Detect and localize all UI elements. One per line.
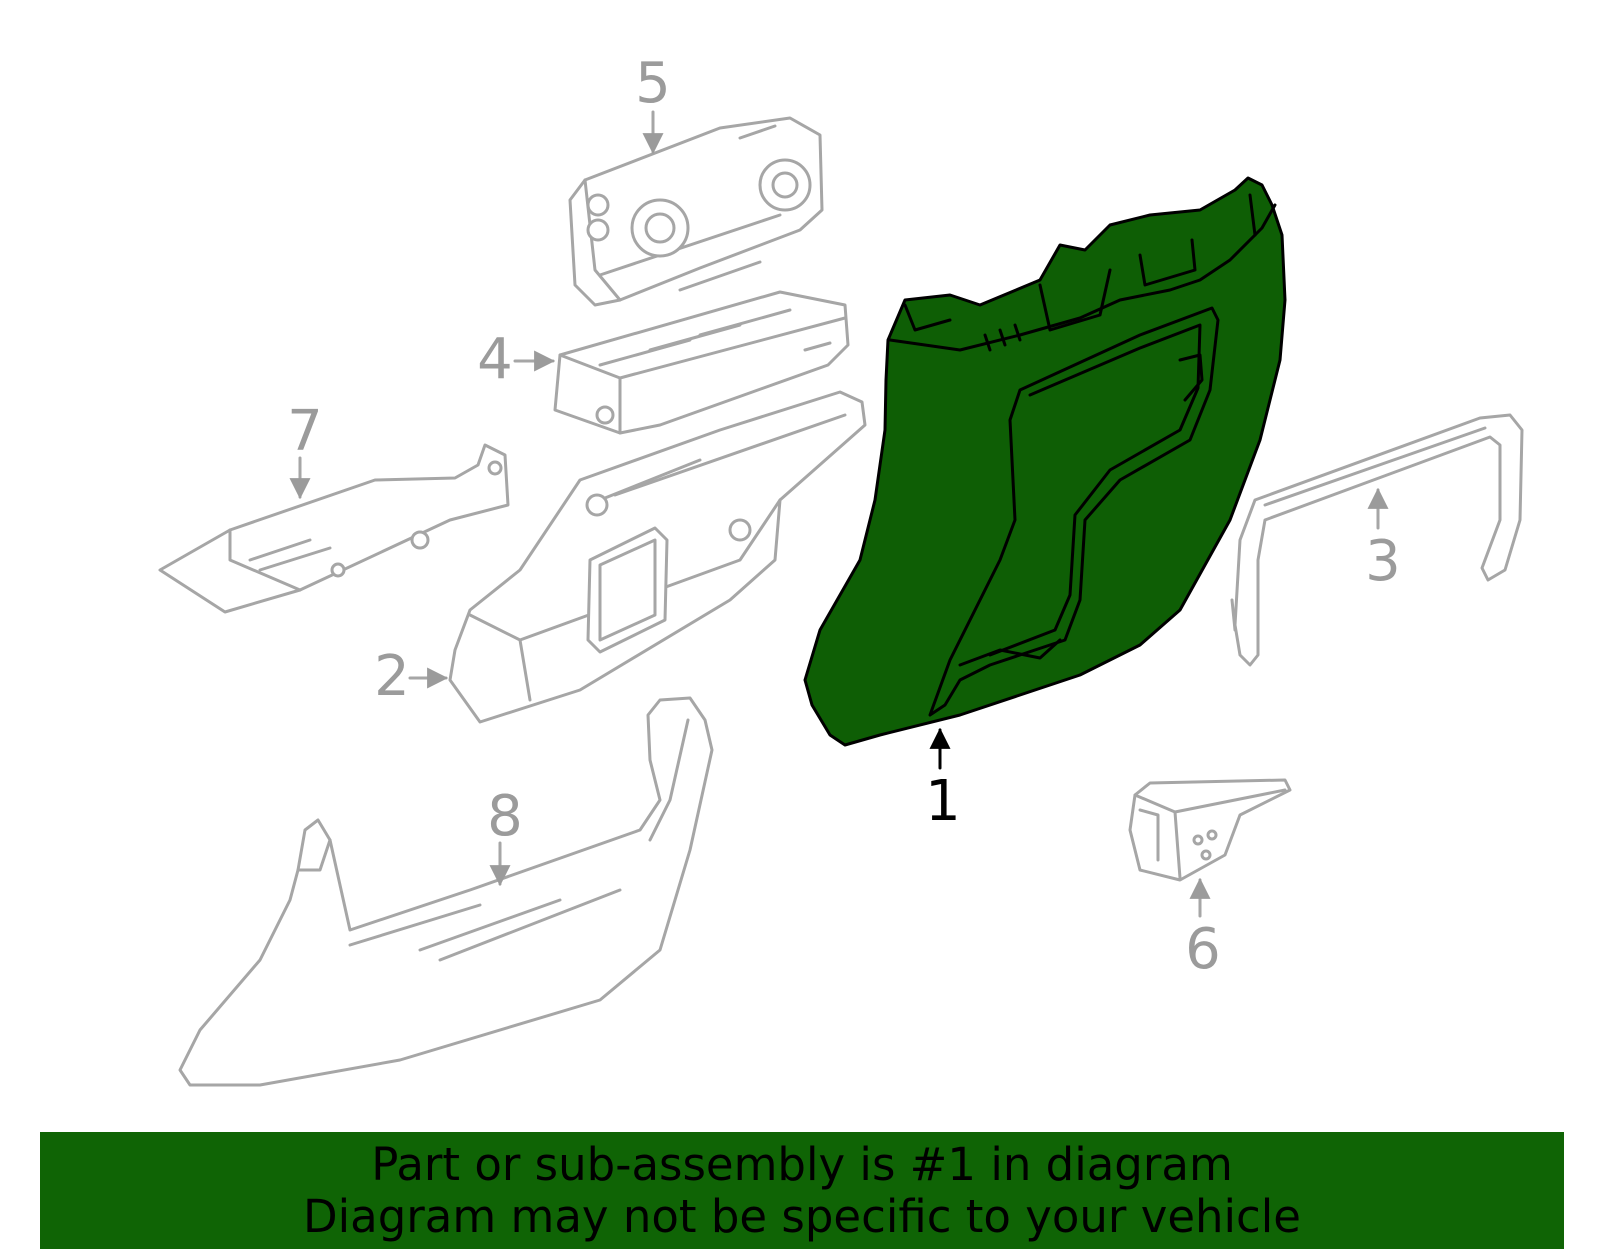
svg-text:5: 5 <box>635 51 671 116</box>
part-3-trim-strip[interactable] <box>1230 413 1524 667</box>
svg-text:3: 3 <box>1365 529 1401 594</box>
svg-text:8: 8 <box>487 784 523 849</box>
svg-text:7: 7 <box>287 399 323 464</box>
callout-7[interactable]: 7 <box>287 399 323 500</box>
part-2-frame[interactable] <box>448 390 867 724</box>
part-7-bracket[interactable] <box>158 443 510 614</box>
part-8-side-panel[interactable] <box>178 696 714 1087</box>
svg-text:1: 1 <box>925 769 961 834</box>
parts-diagram: 5 4 7 2 <box>158 51 1524 1087</box>
info-banner: Part or sub-assembly is #1 in diagram Di… <box>40 1132 1564 1249</box>
part-1-console-panel[interactable] <box>803 176 1287 747</box>
callout-1[interactable]: 1 <box>925 727 961 834</box>
callout-6[interactable]: 6 <box>1185 877 1221 982</box>
svg-text:2: 2 <box>374 644 410 709</box>
part-4-bracket[interactable] <box>553 290 850 435</box>
svg-text:4: 4 <box>477 327 513 392</box>
banner-line-2: Diagram may not be specific to your vehi… <box>303 1189 1301 1243</box>
banner-line-1: Part or sub-assembly is #1 in diagram <box>371 1137 1233 1191</box>
part-6-power-outlet[interactable] <box>1128 778 1292 882</box>
callout-8[interactable]: 8 <box>487 784 523 887</box>
callout-4[interactable]: 4 <box>477 327 556 392</box>
part-5-control-module[interactable] <box>568 116 824 307</box>
callout-5[interactable]: 5 <box>635 51 671 155</box>
svg-text:6: 6 <box>1185 917 1221 982</box>
callout-2[interactable]: 2 <box>374 644 449 709</box>
callout-3[interactable]: 3 <box>1365 487 1401 594</box>
